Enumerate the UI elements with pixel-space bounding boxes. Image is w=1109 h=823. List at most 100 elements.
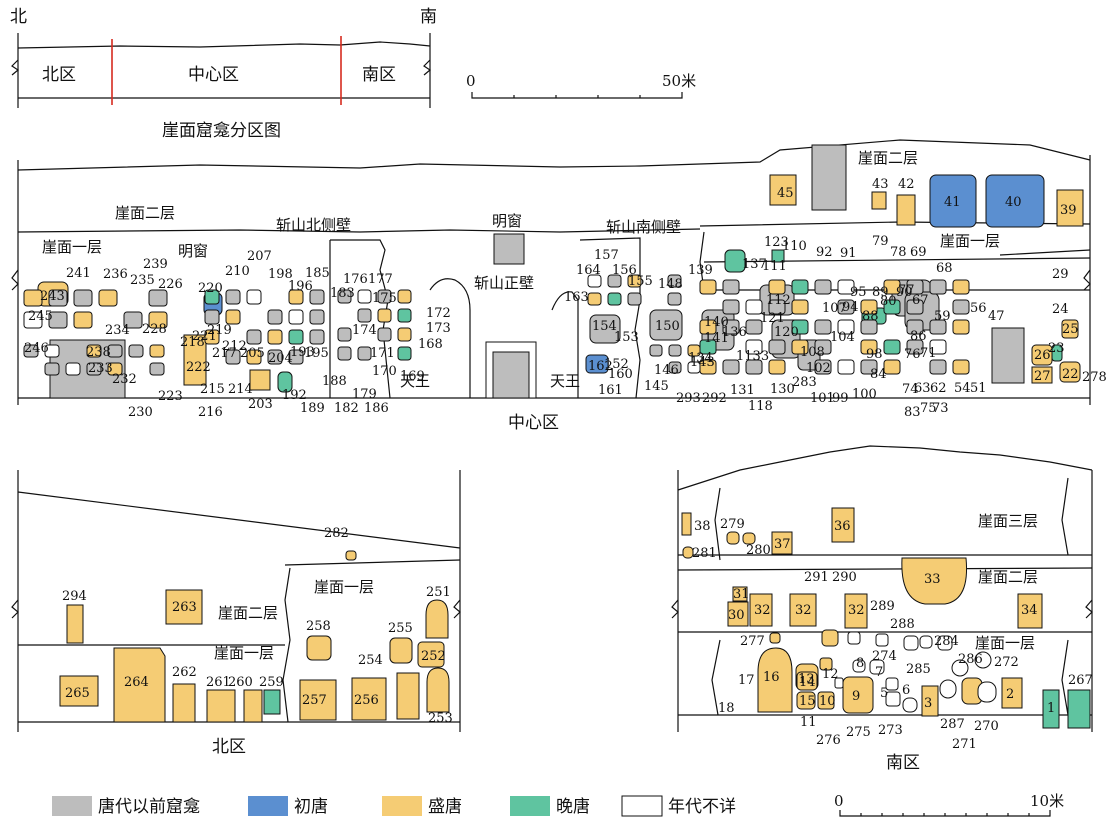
- cave-number-121: 121: [760, 311, 785, 326]
- cave-number-112: 112: [766, 293, 791, 308]
- cave-12: [819, 657, 833, 671]
- cave-niche-small: [699, 359, 717, 375]
- cave-number-77: 77: [898, 283, 915, 298]
- cave-number-75: 75: [920, 401, 937, 416]
- cave-281: [682, 546, 694, 559]
- cave-number-168: 168: [418, 337, 443, 352]
- cave-31: [732, 586, 748, 602]
- cave-niche-small: [397, 289, 412, 304]
- cave-279: [726, 531, 740, 545]
- cave-number-59: 59: [934, 309, 951, 324]
- cave-40: [985, 174, 1045, 228]
- cave-number-260: 260: [228, 675, 253, 690]
- cave-280: [742, 532, 756, 545]
- cave-niche-small: [952, 279, 970, 295]
- cave-number-192: 192: [282, 388, 307, 403]
- cave-number-278: 278: [1082, 370, 1107, 385]
- cave-niche-small: [722, 359, 740, 375]
- cave-number-76: 76: [904, 347, 921, 362]
- cave-niche-small: [722, 279, 740, 295]
- cave-number-182: 182: [334, 401, 359, 416]
- cave-45: [769, 174, 797, 206]
- cave-number-195: 195: [304, 346, 329, 361]
- cave-number-33: 33: [924, 572, 941, 587]
- cave-number-141: 141: [704, 331, 729, 346]
- cave-number-155: 155: [628, 274, 653, 289]
- cave-number-258: 258: [306, 619, 331, 634]
- cave-number-279: 279: [720, 517, 745, 532]
- cave-number-277: 277: [740, 634, 765, 649]
- cave-number-79: 79: [872, 234, 889, 249]
- window-left-label: 明窗: [178, 242, 208, 260]
- cave-niche-small: [397, 327, 412, 342]
- cave-number-292: 292: [702, 391, 727, 406]
- cave-niche-small: [397, 346, 412, 361]
- cave-number-95: 95: [850, 285, 867, 300]
- cave-42: [896, 194, 916, 226]
- cave-niche-small: [745, 339, 763, 355]
- center-small-niches: [23, 274, 970, 376]
- cave-number-183: 183: [330, 286, 355, 301]
- cave-number-86: 86: [910, 329, 927, 344]
- cave-niche-small: [98, 289, 118, 307]
- cave-number-41: 41: [944, 195, 961, 210]
- cave-number-10: 10: [819, 694, 836, 709]
- cave-260: [243, 689, 263, 723]
- cave-254: [396, 672, 420, 720]
- cave-niche-small: [929, 319, 947, 335]
- cave-number-288: 288: [890, 617, 915, 632]
- cave-number-287: 287: [940, 717, 965, 732]
- cave-4: [902, 697, 918, 713]
- cave-number-17: 17: [738, 673, 755, 688]
- cave-number-256: 256: [354, 693, 379, 708]
- cave-niche-small: [357, 289, 372, 304]
- cave-number-108: 108: [800, 345, 825, 360]
- cave-number-34: 34: [1021, 603, 1038, 618]
- cave-number-185: 185: [305, 266, 330, 281]
- cave-niche-small: [288, 289, 304, 305]
- cave-number-68: 68: [936, 261, 953, 276]
- cave-number-9: 9: [852, 689, 860, 704]
- cave-niche-small: [148, 289, 168, 307]
- cave-niche-small: [883, 279, 901, 295]
- cave-number-43: 43: [872, 177, 889, 192]
- cave-number-215: 215: [200, 382, 225, 397]
- scale-bar-south: [839, 810, 1051, 817]
- cave-number-1: 1: [1047, 701, 1055, 716]
- cave-niche-small: [587, 274, 602, 288]
- cave-number-91: 91: [840, 246, 857, 261]
- cave-number-6: 6: [902, 683, 910, 698]
- cave-niche-small: [627, 292, 642, 306]
- cave-niche-small: [48, 311, 68, 329]
- cave-niche-small: [23, 289, 43, 307]
- cave-number-90: 90: [896, 285, 913, 300]
- cave-3: [921, 685, 939, 717]
- cave-number-78: 78: [890, 245, 907, 260]
- cave-number-217: 217: [212, 346, 237, 361]
- cave-niche-small: [883, 299, 901, 315]
- cave-number-39: 39: [1060, 203, 1077, 218]
- cave-number-5: 5: [880, 686, 888, 701]
- cave-32b: [789, 593, 817, 627]
- cave-number-286: 286: [958, 652, 983, 667]
- cave-261: [206, 689, 236, 723]
- legend-label-early_tang: 初唐: [294, 796, 328, 817]
- cave-number-74: 74: [902, 382, 919, 397]
- cave-niche-small: [667, 274, 682, 288]
- cave-number-283: 283: [792, 375, 817, 390]
- cave-number-22: 22: [1062, 367, 1079, 382]
- cave-niche-small: [23, 344, 39, 358]
- legend-swatch-high_tang: [382, 796, 422, 816]
- cave-niche-small: [860, 339, 878, 355]
- cave-number-293: 293: [676, 391, 701, 406]
- cave-267: [1067, 689, 1091, 729]
- cave-38: [681, 512, 692, 536]
- cave-39: [1056, 189, 1084, 227]
- scale2-end: 10米: [1030, 792, 1064, 810]
- cave-number-40: 40: [1005, 195, 1022, 210]
- cave-number-252: 252: [421, 649, 446, 664]
- cave-number-282: 282: [324, 526, 349, 541]
- cave-number-1133: 1133: [736, 349, 769, 364]
- cave-265: [59, 675, 99, 707]
